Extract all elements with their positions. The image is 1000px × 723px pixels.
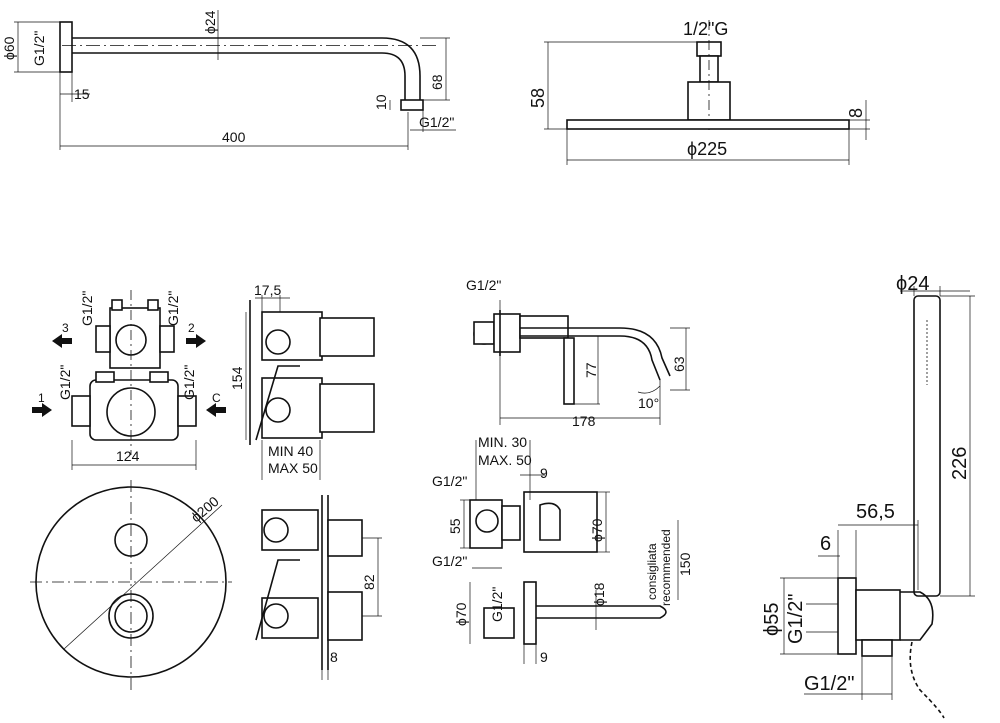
spout-plan-pipe [536, 605, 667, 619]
shower-arm-drawing: ϕ60 G1/2" ϕ24 15 68 10 G1/2" 400 [1, 10, 456, 150]
head-plate [566, 119, 850, 130]
side-depth-label: 17,5 [254, 282, 281, 298]
spout-thread-label: G1/2" [466, 277, 501, 293]
mixer-thread-bottom-left: G1/2" [57, 365, 73, 400]
side-max-label: MAX 50 [268, 460, 318, 476]
head-thread-label: 1/2"G [683, 19, 728, 39]
arm-outlet-thread-label: G1/2" [419, 114, 454, 130]
arm-flange-diameter-label: ϕ60 [1, 36, 17, 60]
spout-arc [520, 335, 661, 381]
arrow-label-c: C [212, 391, 221, 405]
arm-flange-depth-label: 15 [74, 86, 90, 102]
section-advice-value: 150 [677, 552, 693, 576]
shower-head-drawing: 1/2"G 58 8 ϕ225 [528, 19, 870, 165]
spout-length-label: 178 [572, 413, 596, 429]
outlet-arrow-3 [52, 334, 72, 348]
arm-drop-label: 68 [429, 74, 445, 90]
head-height-label: 58 [528, 88, 548, 108]
hand-inlet-thread-label: G1/2" [785, 594, 807, 644]
plan-thread-label: G1/2" [489, 587, 505, 622]
plan-rosette-depth-label: 9 [540, 649, 548, 665]
section-thread-bottom-label: G1/2" [432, 553, 467, 569]
arm-outlet [400, 99, 424, 111]
mixer-side-installed: 82 8 [255, 495, 382, 680]
arrow-label-2: 2 [188, 321, 195, 335]
spout-elevation: G1/2" 77 63 10° 178 [466, 277, 690, 429]
hand-shower-handle [913, 295, 941, 597]
section-height-label: 55 [447, 518, 463, 534]
mixer-thread-top-left: G1/2" [79, 291, 95, 326]
installed-plate-label: 8 [330, 649, 338, 665]
hand-shower-drawing: ϕ24 226 56,5 6 ϕ55 G1/2" G1/2" [761, 273, 975, 719]
inlet-arrow-c [206, 403, 226, 417]
mixer-thread-top-right: G1/2" [165, 291, 181, 326]
plan-rosette-diameter-label: ϕ70 [453, 602, 469, 626]
arm-pipe-diameter-label: ϕ24 [202, 10, 218, 34]
arm-pipe-bottom [72, 52, 406, 100]
hand-handle-diameter-label: ϕ24 [896, 273, 929, 295]
outlet-arrow-2 [186, 334, 206, 348]
section-rosette-diameter-label: ϕ70 [589, 518, 605, 542]
side-upper-body [261, 311, 323, 361]
hand-outlet-thread-label: G1/2" [804, 673, 854, 695]
spout-angle-label: 10° [638, 395, 659, 411]
spout-height-2-label: 63 [671, 356, 687, 372]
arm-flange [59, 21, 73, 73]
spout-height-1-label: 77 [583, 362, 599, 378]
plan-spout-diameter-label: ϕ18 [591, 582, 607, 606]
mixer-side-view: 17,5 154 MIN 40 MAX 50 [229, 282, 375, 480]
mixer-body-lower [89, 379, 179, 441]
hand-rosette-diameter-label: ϕ55 [761, 603, 783, 636]
arm-length-label: 400 [222, 129, 246, 145]
mixer-body-front: 3 2 1 C G1/2" G1/2" G1/2" G1/2" 124 [32, 290, 226, 470]
section-min-label: MIN. 30 [478, 434, 527, 450]
hand-rosette [837, 577, 857, 655]
section-max-label: MAX. 50 [478, 452, 532, 468]
head-thickness-label: 8 [846, 108, 866, 118]
section-advice-it: consigliata [645, 543, 659, 600]
spout-section: MIN. 30 MAX. 50 9 G1/2" 55 G1/2" ϕ70 con… [432, 434, 693, 606]
side-min-label: MIN 40 [268, 443, 313, 459]
hand-rosette-depth-label: 6 [820, 533, 831, 555]
diverter-block [109, 307, 161, 369]
arm-pipe-top [72, 37, 421, 100]
mixer-thread-bottom-right: G1/2" [181, 365, 197, 400]
mixer-width-label: 124 [116, 448, 140, 464]
arrow-label-3: 3 [62, 321, 69, 335]
spout-plan: ϕ70 G1/2" ϕ18 9 [453, 581, 667, 665]
wall-plate-drawing: ϕ200 [30, 480, 232, 690]
hand-length-label: 226 [949, 447, 971, 480]
hand-offset-label: 56,5 [856, 501, 895, 523]
section-rosette-depth-label: 9 [540, 465, 548, 481]
arrow-label-1: 1 [38, 391, 45, 405]
section-thread-top-label: G1/2" [432, 473, 467, 489]
side-height-label: 154 [229, 366, 245, 390]
arm-inlet-thread-label: G1/2" [31, 31, 47, 66]
arm-outlet-height-label: 10 [373, 94, 389, 110]
head-diameter-label: ϕ225 [687, 139, 727, 159]
inlet-arrow-1 [32, 403, 52, 417]
installed-spacing-label: 82 [361, 574, 377, 590]
section-advice-en: recommended [659, 529, 673, 606]
